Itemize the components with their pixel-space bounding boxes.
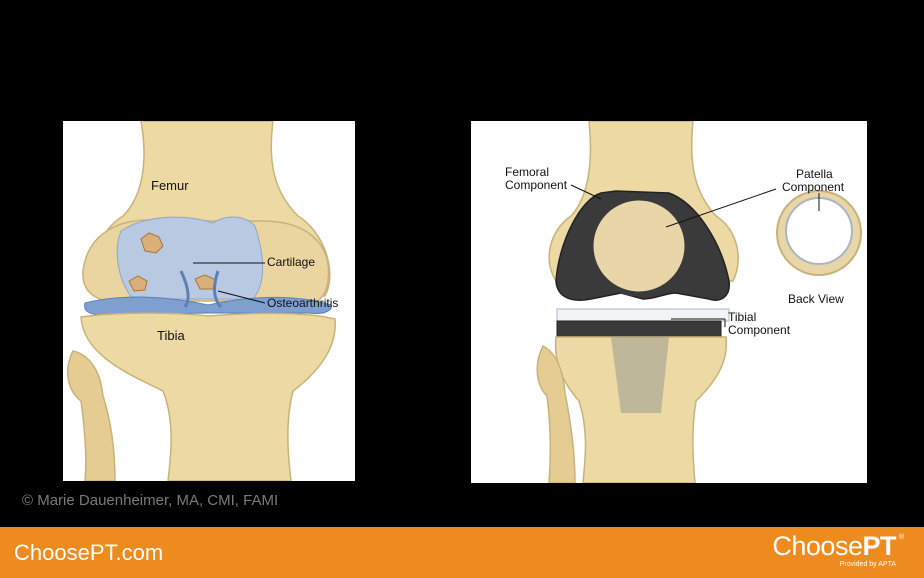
- footer-bar: ChoosePT.com ChoosePT ® Provided by APTA: [0, 527, 924, 578]
- choosept-logo: ChoosePT ® Provided by APTA: [754, 531, 904, 573]
- femur-label: Femur: [151, 178, 189, 193]
- brand-trademark: ®: [898, 534, 904, 541]
- knee-replacement-illustration: [536, 121, 862, 483]
- footer-site-link[interactable]: ChoosePT.com: [14, 540, 164, 565]
- brand-bold: PT: [862, 531, 896, 561]
- femoral-component-label-2: Component: [505, 178, 568, 192]
- cartilage-label: Cartilage: [267, 255, 316, 269]
- knee-replacement-panel: Femoral Component Patella Component Back…: [471, 121, 867, 483]
- tibia-label: Tibia: [157, 328, 185, 343]
- femoral-component-label-1: Femoral: [505, 165, 550, 179]
- back-view-label: Back View: [788, 292, 844, 306]
- tibial-component-label-1: Tibial: [728, 310, 757, 324]
- brand-wordmark: ChoosePT: [772, 531, 896, 562]
- brand-light: Choose: [772, 531, 863, 561]
- brand-subtitle: Provided by APTA: [839, 561, 896, 568]
- osteoarthritis-label: Osteoarthritis: [267, 296, 339, 310]
- patella-component-label-2: Component: [782, 180, 845, 194]
- osteoarthritis-knee-panel: Femur Cartilage Osteoarthritis Tibia: [63, 121, 355, 481]
- tibial-component-label-2: Component: [728, 323, 791, 337]
- patella-component-label-1: Patella: [796, 167, 833, 181]
- osteoarthritis-knee-illustration: [66, 121, 336, 481]
- image-credit: © Marie Dauenheimer, MA, CMI, FAMI: [22, 492, 279, 509]
